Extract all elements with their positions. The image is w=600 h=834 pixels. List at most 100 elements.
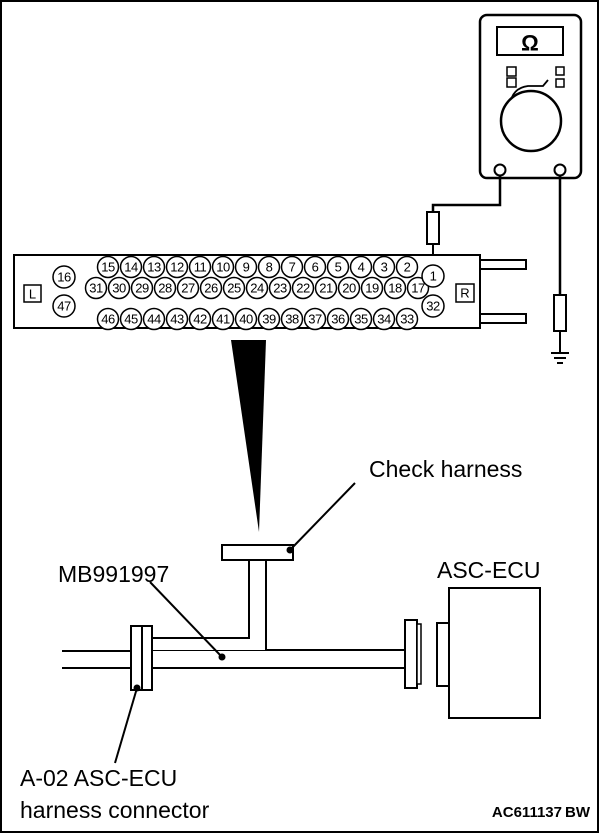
connector-pin-13: 13 (142, 255, 166, 279)
pin-circle (96, 307, 120, 331)
pin-circle (142, 307, 166, 331)
connector-pin-42: 42 (188, 307, 212, 331)
connector-pin-36: 36 (326, 307, 350, 331)
pin-label: 4 (358, 260, 365, 275)
test-probe-ground (553, 294, 567, 352)
pin-label: 13 (147, 260, 161, 275)
pin-label: 24 (250, 281, 264, 296)
pin-label: 46 (101, 312, 115, 327)
connector-pin-40: 40 (234, 307, 258, 331)
leader-check-harness-dot (286, 546, 294, 554)
tool-ecu-connector-shell (416, 623, 422, 685)
pin-label: 10 (216, 260, 230, 275)
pin-label: 14 (124, 260, 138, 275)
connector-pin-17: 17 (406, 276, 430, 300)
connector-pin-29: 29 (130, 276, 154, 300)
pin-circle (165, 255, 189, 279)
pin-label: 19 (365, 281, 379, 296)
pin-circle (383, 276, 407, 300)
leader-harness-connector-dot (133, 684, 141, 692)
connector-pin-26: 26 (199, 276, 223, 300)
pin-circle (257, 307, 281, 331)
pin-label: 18 (388, 281, 402, 296)
connector-pin-19: 19 (360, 276, 384, 300)
connector-pin-2: 2 (395, 255, 419, 279)
pin-label: 36 (331, 312, 345, 327)
pin-circle (234, 255, 258, 279)
connector-pin-23: 23 (268, 276, 292, 300)
pin-label: 41 (216, 312, 230, 327)
pin-label: 26 (204, 281, 218, 296)
connector-pin-31: 31 (84, 276, 108, 300)
connector-pin-45: 45 (119, 307, 143, 331)
pin-circle (52, 294, 76, 318)
label-harness-connector-line2: harness connector (20, 797, 210, 823)
pin-circle (130, 276, 154, 300)
leader-harness-connector (114, 687, 138, 764)
pin-circle (291, 276, 315, 300)
pin-label: 33 (400, 312, 414, 327)
connector-pin-4: 4 (349, 255, 373, 279)
label-check-harness: Check harness (369, 456, 522, 482)
pin-circle (199, 276, 223, 300)
connector-pin-18: 18 (383, 276, 407, 300)
pin-label: 9 (243, 260, 250, 275)
pin-label: 32 (426, 299, 440, 314)
connector-pin-11: 11 (188, 255, 212, 279)
pin-label: 44 (147, 312, 161, 327)
pin-circle (421, 294, 445, 318)
pin-circle (349, 255, 373, 279)
pin-label: 39 (262, 312, 276, 327)
harness-connector-a02 (130, 625, 143, 691)
pin-circle (107, 276, 131, 300)
pointer-wedge (231, 340, 266, 532)
leader-mb991997 (149, 581, 223, 658)
pin-circle (188, 255, 212, 279)
pin-circle (280, 307, 304, 331)
connector-pin-39: 39 (257, 307, 281, 331)
connector-pin-41: 41 (211, 307, 235, 331)
connector-pin-20: 20 (337, 276, 361, 300)
leader-check-harness (289, 482, 356, 551)
figure-code-number: AC611137 (492, 804, 562, 821)
pin-circle (188, 307, 212, 331)
pin-circle (326, 307, 350, 331)
pin-circle (84, 276, 108, 300)
connector-pin-1: 1 (421, 264, 445, 288)
pin-circle (360, 276, 384, 300)
pin-circle (337, 276, 361, 300)
pin-label: 37 (308, 312, 322, 327)
connector-pin-25: 25 (222, 276, 246, 300)
pin-circle (222, 276, 246, 300)
connector-tab-upper (479, 259, 527, 270)
meter-dial (499, 89, 563, 153)
pin-label: 38 (285, 312, 299, 327)
pin-label: 16 (57, 270, 71, 285)
pin-circle (52, 265, 76, 289)
figure-code-suffix: BW (565, 804, 591, 821)
pin-label: 15 (101, 260, 115, 275)
pin-circle (142, 255, 166, 279)
connector-pin-34: 34 (372, 307, 396, 331)
pin-label: 22 (296, 281, 310, 296)
label-asc-ecu: ASC-ECU (437, 557, 541, 583)
check-harness-plug (221, 544, 294, 561)
pin-circle (406, 276, 430, 300)
connector-pin-38: 38 (280, 307, 304, 331)
pin-circle (303, 307, 327, 331)
pin-circle (119, 255, 143, 279)
pin-label: 7 (289, 260, 296, 275)
pin-circle (372, 255, 396, 279)
connector-tab-lower (479, 313, 527, 324)
pin-circle (349, 307, 373, 331)
pin-label: 30 (112, 281, 126, 296)
meter-small-key-right-2 (555, 78, 565, 88)
ohmmeter: Ω (478, 13, 583, 180)
pin-circle (303, 255, 327, 279)
pin-label: 47 (57, 299, 71, 314)
pin-circle (268, 276, 292, 300)
